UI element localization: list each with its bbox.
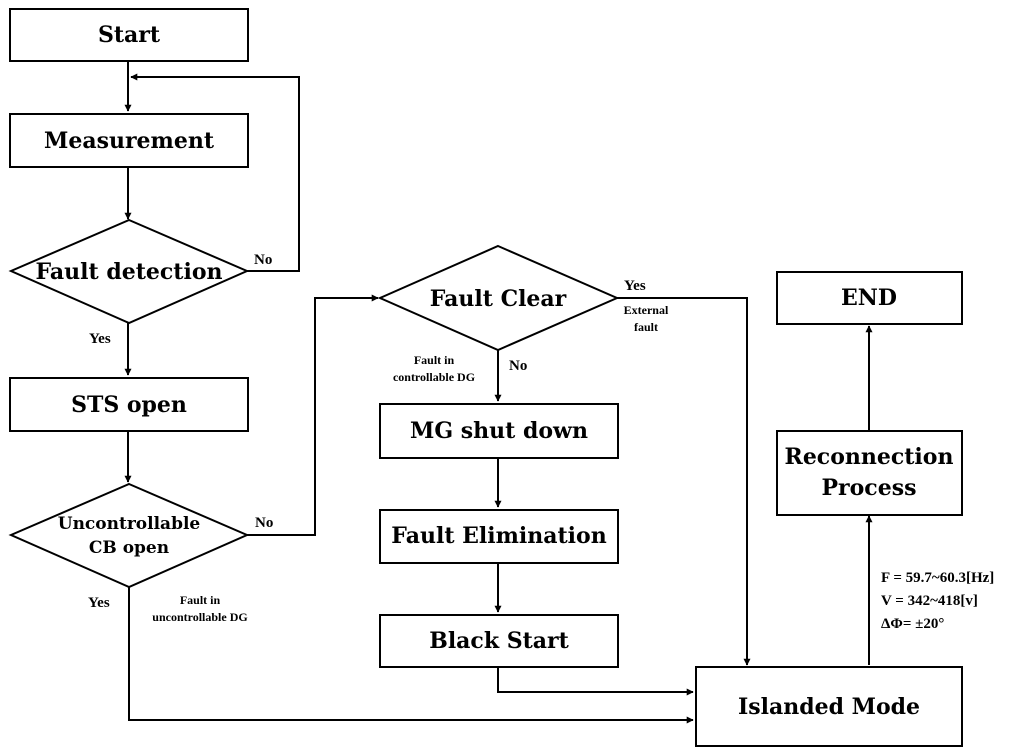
label-external-fault-1: External: [624, 303, 669, 317]
node-end-label: END: [841, 285, 897, 311]
label-clear-yes: Yes: [624, 278, 646, 294]
node-black-start: Black Start: [379, 614, 619, 668]
node-sts-open-label: STS open: [71, 392, 187, 418]
node-measurement: Measurement: [9, 113, 249, 168]
condition-phase: ΔΦ= ±20°: [881, 616, 944, 632]
condition-voltage: V = 342~418[v]: [881, 593, 978, 609]
label-uncontrollable-dg-2: uncontrollable DG: [152, 610, 247, 624]
node-end: END: [776, 271, 963, 325]
edge-clear-yes-to-islanded: [617, 297, 751, 666]
condition-frequency: F = 59.7~60.3[Hz]: [881, 570, 994, 586]
label-clear-no: No: [509, 358, 527, 374]
node-fault-elimination: Fault Elimination: [379, 509, 619, 564]
node-islanded-mode: Islanded Mode: [695, 666, 963, 747]
label-controllable-dg-1: Fault in: [414, 353, 455, 367]
node-black-start-label: Black Start: [429, 628, 569, 654]
node-reconnection-process: Reconnection Process: [776, 430, 963, 516]
node-islanded-mode-label: Islanded Mode: [738, 694, 920, 720]
node-fault-detection: Fault detection: [8, 218, 250, 325]
node-sts-open: STS open: [9, 377, 249, 432]
node-fault-elimination-label: Fault Elimination: [391, 523, 606, 549]
edge-cb-yes-to-islanded: [128, 587, 694, 724]
edge-cb-no-to-fault-clear: [247, 294, 379, 536]
reconnection-conditions: F = 59.7~60.3[Hz] V = 342~418[v] ΔΦ= ±20…: [881, 570, 994, 632]
node-mg-shut-down-label: MG shut down: [410, 418, 588, 444]
label-controllable-dg-2: controllable DG: [393, 370, 475, 384]
node-uncontrollable-cb-label-1: Uncontrollable: [58, 514, 201, 534]
node-reconnection-label-1: Reconnection: [785, 444, 954, 470]
node-uncontrollable-cb-label-2: CB open: [89, 538, 169, 558]
edge-detection-no-loop: [130, 73, 300, 272]
label-detection-yes: Yes: [89, 331, 111, 347]
label-cb-yes: Yes: [88, 595, 110, 611]
label-cb-no: No: [255, 515, 273, 531]
node-start-label: Start: [98, 22, 161, 48]
node-reconnection-label-2: Process: [822, 475, 917, 501]
node-fault-detection-label: Fault detection: [36, 259, 223, 285]
node-uncontrollable-cb: Uncontrollable CB open: [8, 482, 250, 589]
node-fault-clear: Fault Clear: [377, 244, 620, 352]
edge-blackstart-to-islanded: [497, 667, 694, 696]
label-detection-no: No: [254, 252, 272, 268]
label-uncontrollable-dg-1: Fault in: [180, 593, 221, 607]
node-measurement-label: Measurement: [44, 128, 215, 154]
node-mg-shut-down: MG shut down: [379, 403, 619, 459]
node-fault-clear-label: Fault Clear: [430, 286, 567, 312]
edge-labels: No Yes No Yes Yes No External fault Faul…: [88, 252, 669, 624]
edges: [124, 61, 873, 724]
node-start: Start: [9, 8, 249, 62]
label-external-fault-2: fault: [634, 320, 658, 334]
